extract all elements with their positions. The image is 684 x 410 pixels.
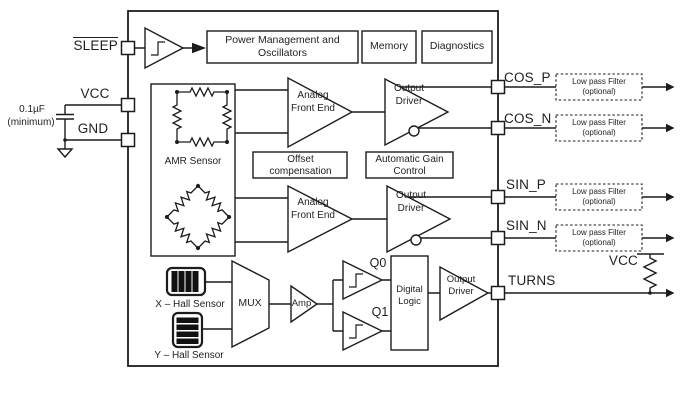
pin-cos-p (490, 79, 506, 95)
power-management-label: Power Management and Oscillators (225, 33, 340, 59)
afe1-label: Analog Front End (291, 90, 335, 114)
lpf-label-sin-p: Low pass Filter (optional) (572, 186, 626, 206)
hysteresis-glyph (349, 273, 363, 288)
ground-symbol-icon (56, 148, 74, 159)
inverter-bubble (408, 125, 420, 137)
afe2-label: Analog Front End (291, 197, 335, 221)
agc-label: Automatic Gain Control (375, 153, 444, 178)
arrowhead (192, 42, 206, 54)
junction-dot (63, 138, 67, 142)
amr-sensor-box (150, 83, 236, 257)
power-management-box (206, 30, 359, 64)
memory-box (361, 30, 417, 64)
pin-sleep (120, 40, 136, 56)
output-driver-3 (439, 265, 490, 322)
pin-sin-n (490, 230, 506, 246)
gnd-pin-label: GND (77, 120, 109, 136)
capacitor-note-label: (minimum) (7, 117, 55, 128)
junction-dot (648, 291, 652, 295)
lpf-label-cos-n: Low pass Filter (optional) (572, 117, 626, 137)
y-hall-label: Y – Hall Sensor (154, 349, 224, 361)
sin-n-pin-label: SIN_N (506, 218, 547, 233)
amr-sensor-label: AMR Sensor (164, 155, 222, 167)
digital-logic-box (390, 255, 429, 351)
analog-front-end-2 (287, 184, 354, 254)
x-hall-label: X – Hall Sensor (155, 298, 225, 310)
pin-vcc (120, 97, 136, 113)
wires (56, 47, 666, 332)
sleep-pin-label: SLEEP (56, 37, 118, 55)
digital-logic-label: Digital Logic (396, 284, 423, 307)
schmitt-trigger-q0 (342, 259, 384, 301)
offset-compensation-label: Offset compensation (269, 153, 332, 178)
amp-triangle (290, 284, 319, 324)
output-driver1-label: Output Driver (393, 83, 425, 107)
mux-trapezoid (231, 259, 270, 349)
lpf-box-cos-n (555, 114, 643, 142)
pullup-resistor-icon (642, 254, 658, 293)
amp-label: Amp (291, 298, 312, 309)
lpf-box-sin-n (555, 224, 643, 252)
memory-label: Memory (370, 40, 408, 52)
wheatstone-bridge-square-icon (171, 86, 233, 148)
mux-label: MUX (238, 297, 262, 309)
offset-compensation-box (252, 151, 348, 179)
chip-outline (127, 10, 499, 367)
output-driver2-label: Output Driver (395, 190, 427, 214)
hysteresis-glyph (349, 324, 363, 339)
turns-pin-label: TURNS (508, 273, 556, 288)
y-hall-sensor-icon (171, 311, 204, 349)
sleep-buffer-icon (144, 26, 185, 70)
sleep-pin-text: SLEEP (73, 37, 118, 53)
pin-sin-p (490, 189, 506, 205)
lpf-box-cos-p (555, 73, 643, 101)
wheatstone-bridge-diamond-icon (164, 183, 232, 251)
agc-box (365, 151, 454, 179)
inverter-bubble (410, 234, 422, 246)
analog-front-end-1 (287, 76, 354, 149)
hysteresis-glyph (151, 41, 165, 56)
output-arrowheads (666, 82, 675, 298)
pin-squares (120, 40, 506, 301)
pin-turns (490, 285, 506, 301)
diagnostics-label: Diagnostics (429, 40, 485, 52)
lpf-label-sin-n: Low pass Filter (optional) (572, 227, 626, 247)
pin-cos-n (490, 120, 506, 136)
diagnostics-box (421, 30, 493, 64)
pullup-vcc-label: VCC (608, 253, 638, 268)
capacitor-value-label: 0.1µF (19, 104, 45, 115)
lpf-label-cos-p: Low pass Filter (optional) (572, 76, 626, 96)
cos-n-pin-label: COS_N (504, 110, 552, 126)
q1-label: Q1 (371, 305, 389, 319)
cos-p-pin-label: COS_P (504, 69, 551, 85)
x-hall-sensor-icon (165, 266, 207, 297)
sin-p-pin-label: SIN_P (506, 177, 547, 192)
lpf-box-sin-p (555, 183, 643, 211)
q0-label: Q0 (369, 256, 387, 270)
output-driver3-label: Output Driver (446, 274, 476, 297)
vcc-pin-label: VCC (80, 86, 110, 101)
pin-gnd (120, 132, 136, 148)
schmitt-trigger-q1 (342, 310, 384, 352)
